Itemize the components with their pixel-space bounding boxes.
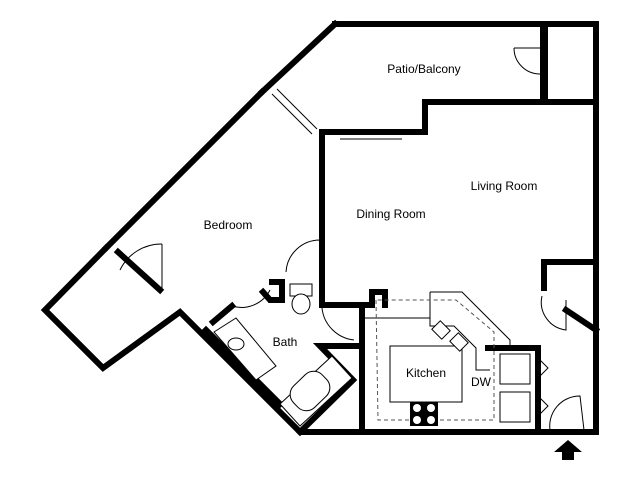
burner-3 <box>413 416 421 424</box>
interior-walls <box>201 259 601 437</box>
kitchen-fixtures <box>362 291 531 426</box>
room-labels: Patio/Balcony Living Room Dining Room Be… <box>204 62 538 389</box>
bath-fixtures <box>213 283 353 427</box>
label-bath: Bath <box>273 335 298 349</box>
washer <box>499 353 531 385</box>
label-dining-room: Dining Room <box>356 207 425 221</box>
dryer <box>499 391 531 423</box>
label-bedroom: Bedroom <box>204 218 253 232</box>
burner-2 <box>427 404 435 412</box>
bathtub-basin <box>289 370 331 412</box>
bath-sink <box>227 337 245 351</box>
label-dishwasher: DW <box>471 375 492 389</box>
entry-arrow-icon <box>554 440 582 460</box>
sink-basin-left <box>431 320 451 340</box>
door-swings <box>119 47 585 431</box>
kitchen-island <box>389 345 463 403</box>
burner-1 <box>413 404 421 412</box>
sink-basin-right <box>449 332 469 352</box>
label-kitchen: Kitchen <box>406 366 446 380</box>
windows <box>271 88 530 140</box>
label-patio: Patio/Balcony <box>387 62 460 76</box>
exterior-walls <box>40 19 599 435</box>
vanity-counter <box>213 317 277 381</box>
toilet-bowl <box>291 293 311 315</box>
label-living-room: Living Room <box>471 179 538 193</box>
burner-4 <box>427 416 435 424</box>
